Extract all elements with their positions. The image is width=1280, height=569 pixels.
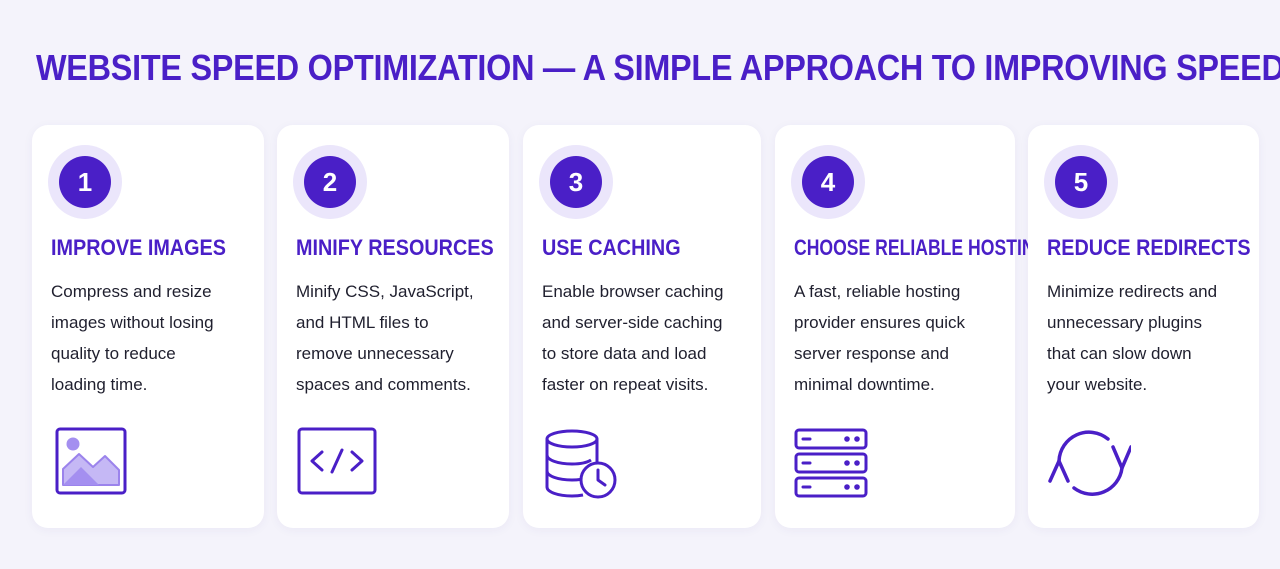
step-card-minify-resources: 2 MINIFY RESOURCES Minify CSS, JavaScrip… (277, 125, 509, 528)
server-icon (794, 423, 870, 501)
step-card-choose-reliable-hosting: 4 CHOOSE RELIABLE HOSTING A fast, reliab… (775, 125, 1048, 528)
page-title: WEBSITE SPEED OPTIMIZATION — A SIMPLE AP… (36, 47, 1280, 88)
step-badge: 2 (293, 145, 367, 219)
database-clock-icon (542, 423, 626, 503)
card-description: Compress and resize images without losin… (51, 282, 214, 394)
card-description: Minimize redirects and unnecessary plugi… (1047, 282, 1218, 394)
refresh-icon (1047, 423, 1131, 503)
step-number: 5 (1055, 156, 1107, 208)
image-icon (51, 423, 131, 499)
step-card-improve-images: 1 IMPROVE IMAGES Compress and resize ima… (32, 125, 264, 528)
step-badge: 1 (48, 145, 122, 219)
card-description: A fast, reliable hosting provider ensure… (794, 282, 966, 394)
step-number: 3 (550, 156, 602, 208)
step-number: 1 (59, 156, 111, 208)
card-title: CHOOSE RELIABLE HOSTING (794, 235, 1049, 260)
card-description: Enable browser caching and server-side c… (542, 282, 724, 394)
step-number: 4 (802, 156, 854, 208)
card-title: IMPROVE IMAGES (51, 235, 226, 260)
card-title: USE CACHING (542, 235, 681, 260)
step-badge: 5 (1044, 145, 1118, 219)
step-badge: 4 (791, 145, 865, 219)
card-title: REDUCE REDIRECTS (1047, 235, 1251, 260)
card-title: MINIFY RESOURCES (296, 235, 494, 260)
card-description: Minify CSS, JavaScript, and HTML files t… (296, 282, 474, 394)
step-number: 2 (304, 156, 356, 208)
step-card-use-caching: 3 USE CACHING Enable browser caching and… (523, 125, 761, 528)
step-badge: 3 (539, 145, 613, 219)
step-card-reduce-redirects: 5 REDUCE REDIRECTS Minimize redirects an… (1028, 125, 1259, 528)
code-icon (296, 423, 380, 499)
